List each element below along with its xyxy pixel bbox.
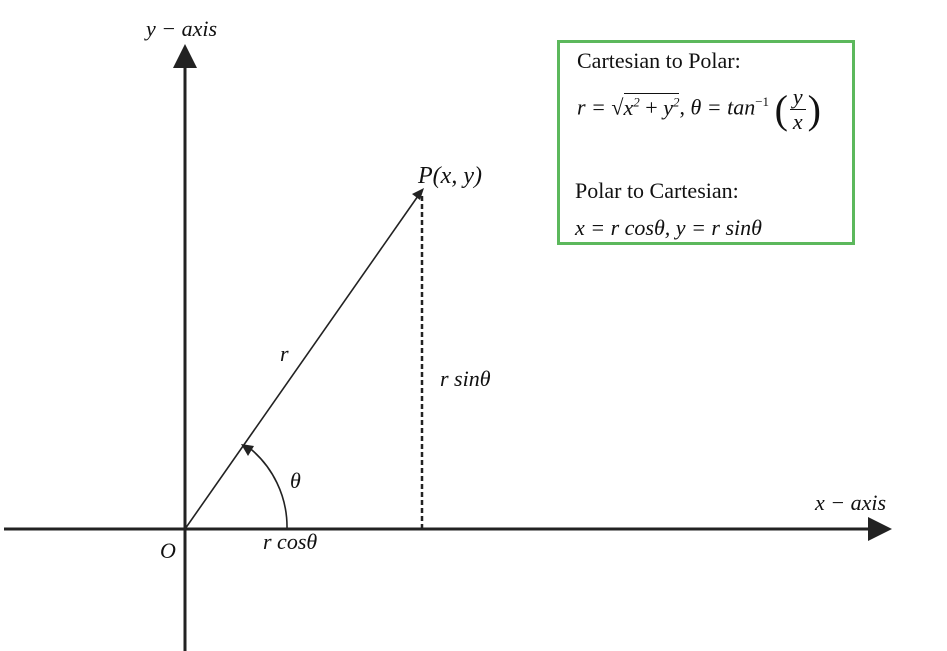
y-axis-label: y − axis [146, 16, 218, 41]
theta-equals-tan: θ = tan [690, 94, 756, 120]
radicand-plus: + [639, 94, 664, 120]
angle-label: θ [290, 468, 301, 493]
r-equals: r = [577, 94, 606, 120]
point-name: P [418, 163, 433, 189]
formula-box: Cartesian to Polar: r = √x2 + y2, θ = ta… [557, 40, 855, 245]
point-coords: (x, y) [432, 163, 482, 189]
r-cos-theta-label: r cosθ [263, 529, 318, 554]
point-label: P(x, y) [418, 163, 482, 190]
origin-label: O [160, 538, 176, 563]
polar-to-cartesian-title: Polar to Cartesian: [575, 178, 739, 203]
x-axis-label: x − axis [815, 490, 887, 515]
polar-to-cartesian-formula: x = r cosθ, y = r sinθ [575, 215, 762, 240]
close-paren: ) [807, 87, 821, 132]
angle-arc [246, 445, 288, 530]
sqrt-radicand: x2 + y2 [623, 92, 680, 120]
y-axis-arrowhead [173, 44, 197, 68]
cartesian-to-polar-title: Cartesian to Polar: [577, 48, 741, 73]
fraction-numerator: y [789, 85, 806, 110]
radicand-x: x [623, 94, 634, 120]
fraction-denominator: x [792, 109, 803, 134]
exponent-x: 2 [633, 94, 640, 110]
formula-separator: , [679, 94, 685, 120]
open-paren: ( [774, 87, 788, 132]
exponent-y: 2 [672, 94, 680, 110]
r-sin-theta-label: r sinθ [440, 366, 491, 391]
sqrt-sign: √ [611, 94, 624, 120]
x-axis-arrowhead [868, 517, 892, 541]
angle-arc-arrowhead [241, 444, 254, 456]
radius-label: r [280, 341, 289, 366]
radicand-y: y [663, 94, 673, 120]
inverse-exponent: −1 [755, 94, 770, 110]
radius-vector-line [184, 195, 419, 530]
